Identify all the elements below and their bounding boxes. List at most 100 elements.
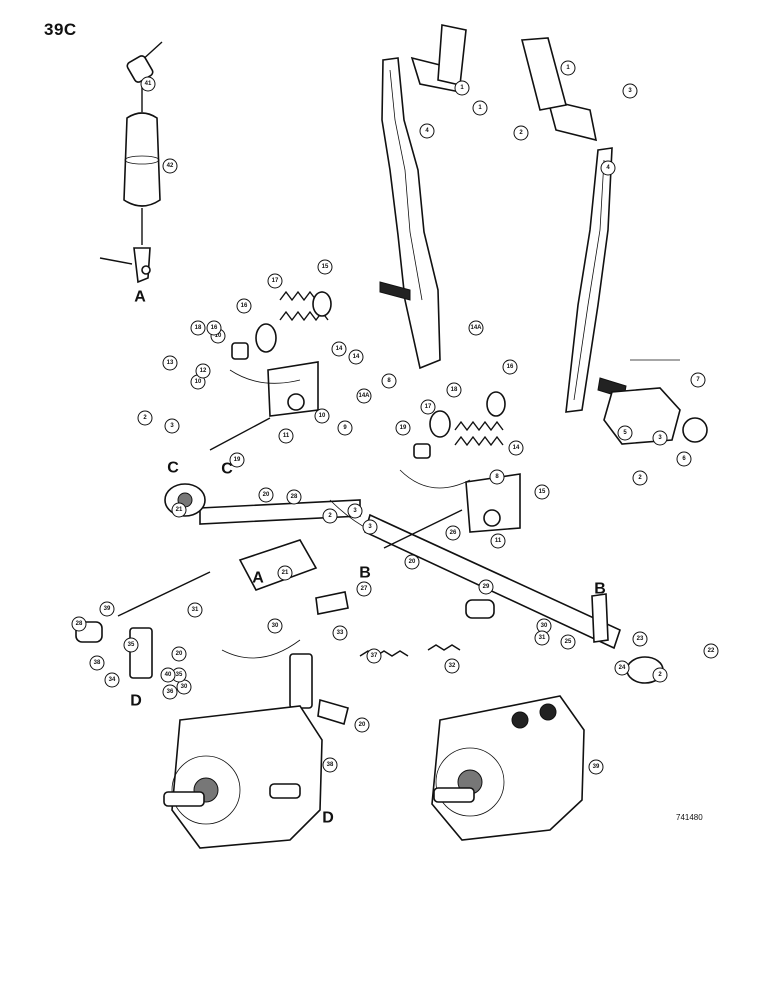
callout-number: 16: [507, 364, 514, 370]
callout-number: 25: [565, 639, 572, 645]
callout-number: 35: [128, 642, 135, 648]
callout-circle: [137, 410, 153, 426]
connection-letter-B: B: [359, 565, 371, 582]
callout-circle: [258, 487, 274, 503]
callout-number: 32: [449, 663, 456, 669]
callout-circle: [171, 646, 187, 662]
callout-number: 17: [425, 404, 432, 410]
callout-13: 13: [162, 355, 178, 371]
callout-18: 18: [190, 320, 206, 336]
callout-number: 7: [696, 377, 700, 383]
callout-circle: [229, 452, 245, 468]
callout-circle: [356, 581, 372, 597]
callout-circle: [508, 440, 524, 456]
callout-14: 14: [508, 440, 524, 456]
callout-3: 3: [347, 503, 363, 519]
callout-number: 3: [368, 524, 372, 530]
callout-circle: [71, 616, 87, 632]
callout-42: 42: [162, 158, 178, 174]
callout-circle: [444, 658, 460, 674]
callout-number: 2: [143, 415, 147, 421]
control-lever-left: [379, 24, 467, 370]
callout-circle: [404, 554, 420, 570]
callout-23: 23: [632, 631, 648, 647]
callout-circle: [286, 489, 302, 505]
callout-10: 10: [314, 408, 330, 424]
callout-circle: [317, 259, 333, 275]
connection-letter-C: C: [221, 461, 233, 478]
callout-15: 15: [534, 484, 550, 500]
callout-circle: [652, 667, 668, 683]
callout-17: 17: [267, 273, 283, 289]
callout-5: 5: [617, 425, 633, 441]
callout-number: 9: [343, 425, 347, 431]
callout-circle: [354, 717, 370, 733]
callout-number: 27: [361, 586, 368, 592]
callout-number: 12: [200, 368, 207, 374]
callout-number: 20: [359, 722, 366, 728]
callout-number: 41: [145, 81, 152, 87]
callout-16: 16: [236, 298, 252, 314]
callout-circle: [419, 123, 435, 139]
callout-number: 37: [371, 653, 378, 659]
callout-6: 6: [676, 451, 692, 467]
callout-21: 21: [171, 502, 187, 518]
callout-24: 24: [614, 660, 630, 676]
callout-circle: [676, 451, 692, 467]
callout-4: 4: [600, 160, 616, 176]
callout-20: 20: [354, 717, 370, 733]
callout-number: 38: [94, 660, 101, 666]
callout-number: 19: [234, 457, 241, 463]
callout-number: 2: [638, 475, 642, 481]
callout-21: 21: [277, 565, 293, 581]
page-label: 39C: [44, 20, 77, 39]
callout-16: 16: [206, 320, 222, 336]
callout-20: 20: [171, 646, 187, 662]
callout-circle: [277, 565, 293, 581]
control-lever-right: [520, 37, 708, 445]
callout-40: 40: [160, 667, 176, 683]
callout-number: 42: [167, 163, 174, 169]
callout-2: 2: [513, 125, 529, 141]
callout-39: 39: [99, 601, 115, 617]
callout-circle: [617, 425, 633, 441]
callout-circle: [478, 579, 494, 595]
callout-circle: [489, 469, 505, 485]
callout-number: 6: [682, 456, 686, 462]
callout-28: 28: [286, 489, 302, 505]
callout-3: 3: [622, 83, 638, 99]
callout-circle: [622, 83, 638, 99]
callout-14A: 14A: [356, 388, 372, 404]
callout-circle: [322, 508, 338, 524]
callout-circle: [356, 388, 372, 404]
callout-number: 14A: [470, 325, 482, 331]
callout-35: 35: [123, 637, 139, 653]
hydraulic-pump-right: [431, 695, 585, 841]
callout-number: 13: [167, 360, 174, 366]
callout-18: 18: [446, 382, 462, 398]
callout-3: 3: [164, 418, 180, 434]
callout-number: 30: [181, 684, 188, 690]
callout-25: 25: [560, 634, 576, 650]
callout-circle: [534, 630, 550, 646]
callout-number: 16: [241, 303, 248, 309]
callout-number: 1: [566, 65, 570, 71]
callout-1: 1: [560, 60, 576, 76]
callout-19: 19: [395, 420, 411, 436]
callout-14: 14: [348, 349, 364, 365]
callout-circle: [614, 660, 630, 676]
callout-28: 28: [71, 616, 87, 632]
cylinder-assembly: [99, 41, 163, 284]
callout-number: 21: [282, 570, 289, 576]
spring-assembly-upper: [231, 290, 332, 417]
callout-41: 41: [140, 76, 156, 92]
callout-number: 38: [327, 762, 334, 768]
callout-circle: [534, 484, 550, 500]
callout-number: 39: [593, 764, 600, 770]
callout-14A: 14A: [468, 320, 484, 336]
callout-27: 27: [356, 581, 372, 597]
callout-number: 3: [628, 88, 632, 94]
callout-circle: [267, 618, 283, 634]
callout-38: 38: [322, 757, 338, 773]
